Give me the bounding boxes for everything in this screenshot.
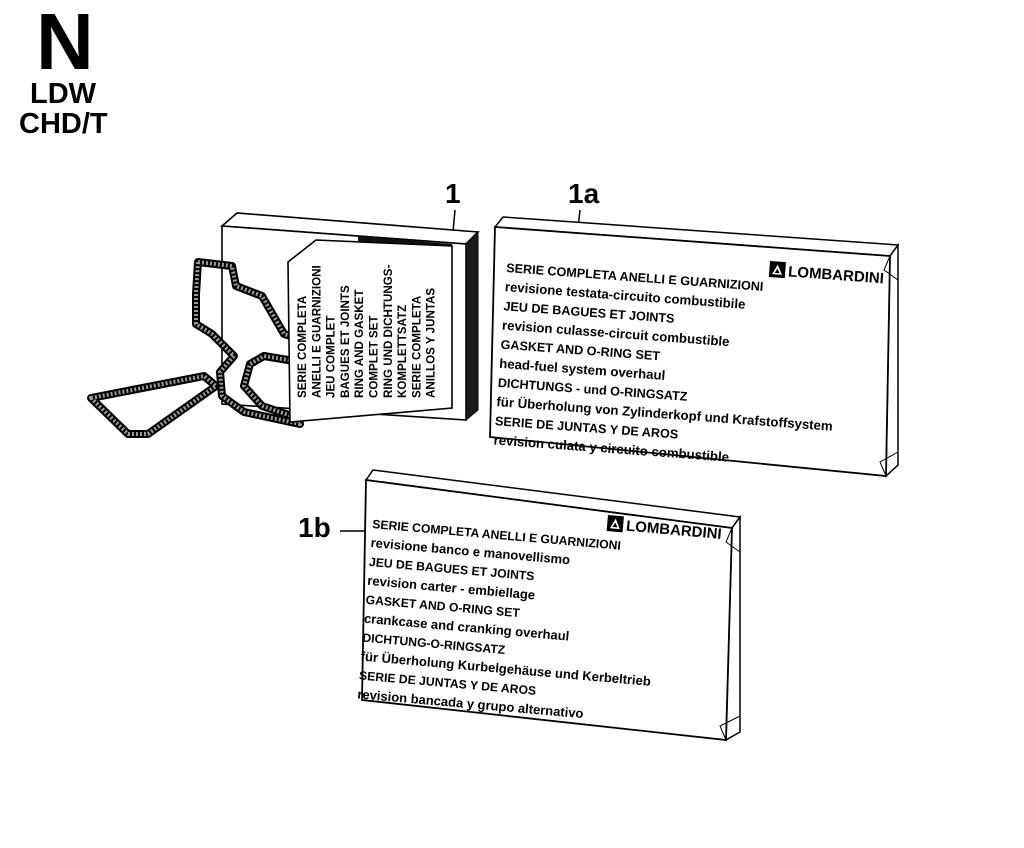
kit-1b-box xyxy=(361,469,742,742)
kit_1.label_lines-line: COMPLET SET xyxy=(368,316,381,398)
kit_1.label_lines-line: RING UND DICHTUNGS- xyxy=(382,265,395,398)
kit_1.label_lines-line: KOMPLETTSATZ xyxy=(396,305,409,398)
section-letter: N xyxy=(36,0,94,86)
kit_1.label_lines-line: BAGUES ET JOINTS xyxy=(339,285,352,398)
callout-kit-1a: 1a xyxy=(568,178,600,209)
callout-kit-1: 1 xyxy=(445,178,461,209)
engine-model-label: LDW xyxy=(30,78,97,110)
kit-1a-brand-logo: LOMBARDINI xyxy=(768,261,885,287)
gasket-outline xyxy=(87,258,308,438)
kit_1.label_lines-line: RING AND GASKET xyxy=(353,290,366,398)
kit-1-label-flap xyxy=(287,239,453,423)
kit-1a-brand-name: LOMBARDINI xyxy=(788,263,885,287)
kit_1.label_lines-line: ANELLI E GUARNIZIONI xyxy=(310,265,323,398)
kit-1a-box xyxy=(489,216,900,478)
kit_1.label_lines-line: SERIE COMPLETA xyxy=(296,295,309,398)
leader-line-1 xyxy=(452,209,456,233)
kit_1.label_lines-line: JEU COMPLET xyxy=(325,316,338,398)
kit_1.label_lines-line: ANILLOS Y JUNTAS xyxy=(425,288,438,398)
kit_1.label_lines-line: SERIE COMPLETA xyxy=(410,295,423,398)
engine-variant-label: CHD/T xyxy=(19,108,108,140)
callout-kit-1b: 1b xyxy=(298,512,331,543)
